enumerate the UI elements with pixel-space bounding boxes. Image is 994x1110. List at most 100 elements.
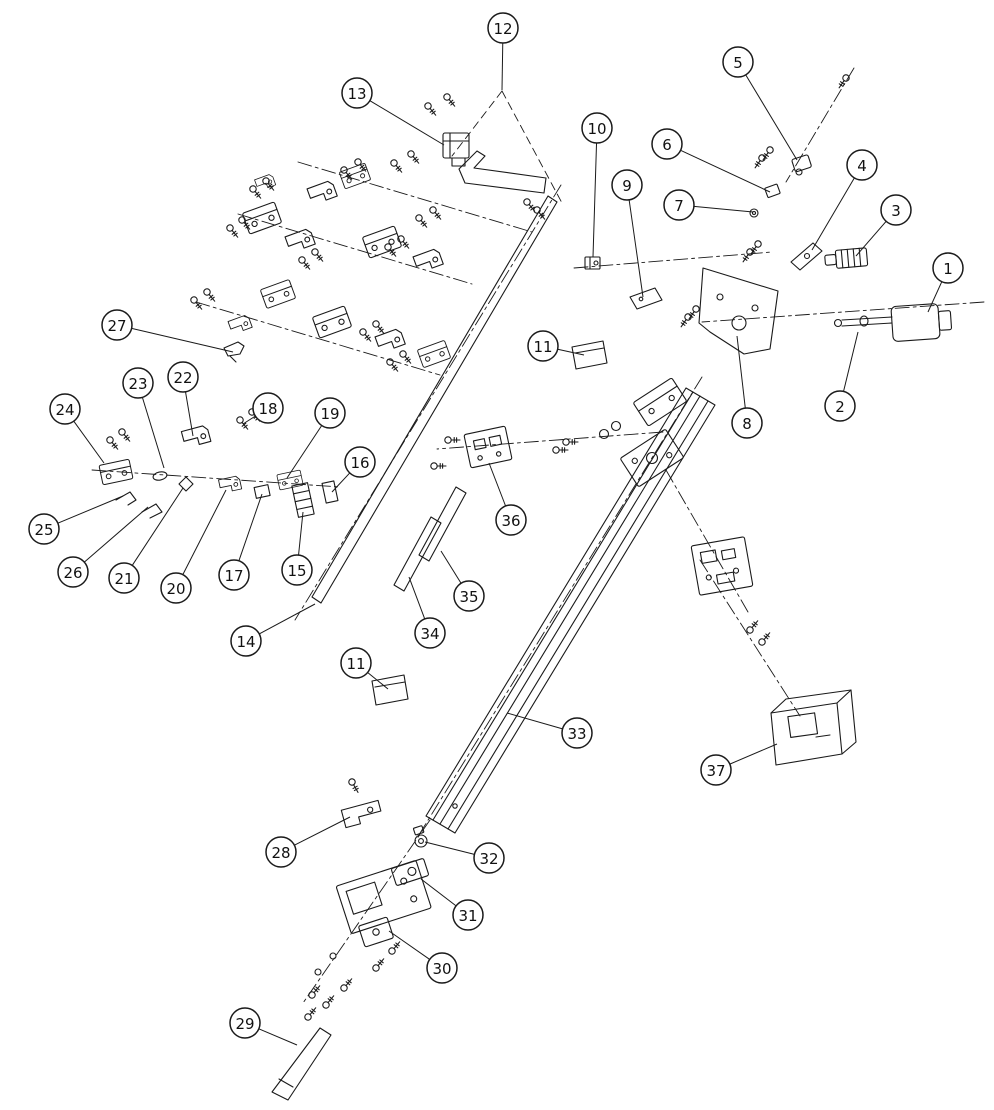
callout-leader-line <box>408 576 426 620</box>
callout-balloon <box>344 446 376 478</box>
idler-assembly-drawing <box>314 799 432 976</box>
callout-balloon <box>218 559 250 591</box>
callout-label: 37 <box>706 762 725 780</box>
clamp-plate-drawing-b <box>371 674 409 706</box>
callout-balloon <box>487 12 519 44</box>
callout-leader-line <box>420 878 457 907</box>
callout-36: 36 <box>488 462 527 536</box>
callout-balloon <box>453 580 485 612</box>
callout-balloon <box>167 361 199 393</box>
callout-label: 11 <box>533 338 552 356</box>
callout-label: 33 <box>567 725 586 743</box>
callout-label: 10 <box>587 120 606 138</box>
callout-balloon <box>108 562 140 594</box>
callout-balloon <box>265 836 297 868</box>
callout-leader-line <box>506 712 563 730</box>
callout-leader-line <box>628 199 644 298</box>
callout-label: 6 <box>662 136 672 154</box>
callout-balloon <box>824 390 856 422</box>
callout-leader-line <box>488 462 507 507</box>
callout-balloon <box>581 112 613 144</box>
callout-label: 20 <box>166 580 185 598</box>
callout-13: 13 <box>341 77 445 146</box>
callout-27: 27 <box>101 309 234 353</box>
callout-label: 4 <box>857 157 867 175</box>
callout-leader-line <box>592 142 598 258</box>
callout-label: 31 <box>458 907 477 925</box>
callout-leader-line <box>745 74 798 161</box>
callout-balloon <box>473 842 505 874</box>
callout-label: 19 <box>320 405 339 423</box>
callout-balloon <box>28 513 60 545</box>
callout-leader-line <box>141 397 165 469</box>
callout-balloon <box>700 754 732 786</box>
clamp-plate-drawing-a <box>571 340 608 370</box>
callout-balloon <box>229 1007 261 1039</box>
callout-balloon <box>611 169 643 201</box>
callout-leader-line <box>855 220 887 257</box>
callout-leader-line <box>501 42 504 91</box>
plate-36-drawing <box>463 425 513 469</box>
callout-balloon <box>846 149 878 181</box>
callout-5: 5 <box>722 46 798 161</box>
callout-leader-line <box>294 816 351 846</box>
strip-drawings <box>393 486 467 592</box>
callout-label: 21 <box>114 570 133 588</box>
callout-31: 31 <box>420 878 484 931</box>
callout-14: 14 <box>230 603 316 657</box>
callout-leader-line <box>258 1028 298 1046</box>
callout-leader-line <box>298 511 304 556</box>
callout-20: 20 <box>160 489 227 604</box>
callout-label: 25 <box>34 521 53 539</box>
callout-leader-line <box>440 550 462 584</box>
callout-8: 8 <box>731 335 763 439</box>
callout-label: 34 <box>420 625 439 643</box>
callout-balloon <box>101 309 133 341</box>
callout-label: 17 <box>224 567 243 585</box>
callout-33: 33 <box>506 712 593 749</box>
upper-bracket-cluster-drawing <box>223 162 452 369</box>
callout-leader-line <box>424 841 475 855</box>
callout-leader-line <box>131 487 184 566</box>
callout-leader-line <box>367 672 389 690</box>
callout-leader-line <box>843 331 859 392</box>
callout-24: 24 <box>49 393 105 464</box>
callout-balloon <box>281 554 313 586</box>
callout-leader-line <box>131 327 234 353</box>
callout-label: 27 <box>107 317 126 335</box>
callout-balloon <box>314 397 346 429</box>
bottom-strip-drawing <box>271 1027 332 1101</box>
callout-label: 24 <box>55 401 74 419</box>
callout-label: 14 <box>236 633 255 651</box>
cover-box-drawing <box>770 689 857 766</box>
callout-label: 3 <box>891 202 901 220</box>
callout-balloon <box>57 556 89 588</box>
guide-rail-drawing <box>311 195 558 604</box>
callout-balloon <box>527 330 559 362</box>
callout-label: 12 <box>493 20 512 38</box>
callout-25: 25 <box>28 495 124 545</box>
callout-balloon <box>561 717 593 749</box>
callout-balloon <box>426 952 458 984</box>
callout-label: 26 <box>63 564 82 582</box>
callout-label: 30 <box>432 960 451 978</box>
callout-leader-line <box>331 472 351 493</box>
callout-2: 2 <box>824 331 859 422</box>
callout-leader-line <box>736 335 746 409</box>
callout-leader-line <box>369 100 445 146</box>
callout-balloon <box>341 77 373 109</box>
callout-label: 8 <box>742 415 752 433</box>
callout-balloon <box>230 625 262 657</box>
callout-34: 34 <box>408 576 446 649</box>
callout-leader-line <box>258 603 316 635</box>
callout-leader-line <box>73 420 105 464</box>
callout-leader-line <box>811 177 855 251</box>
callout-label: 15 <box>287 562 306 580</box>
top-bracket-drawing <box>442 132 547 194</box>
callout-11: 11 <box>340 647 389 690</box>
callout-4: 4 <box>811 149 878 251</box>
callout-leader-line <box>242 415 256 425</box>
